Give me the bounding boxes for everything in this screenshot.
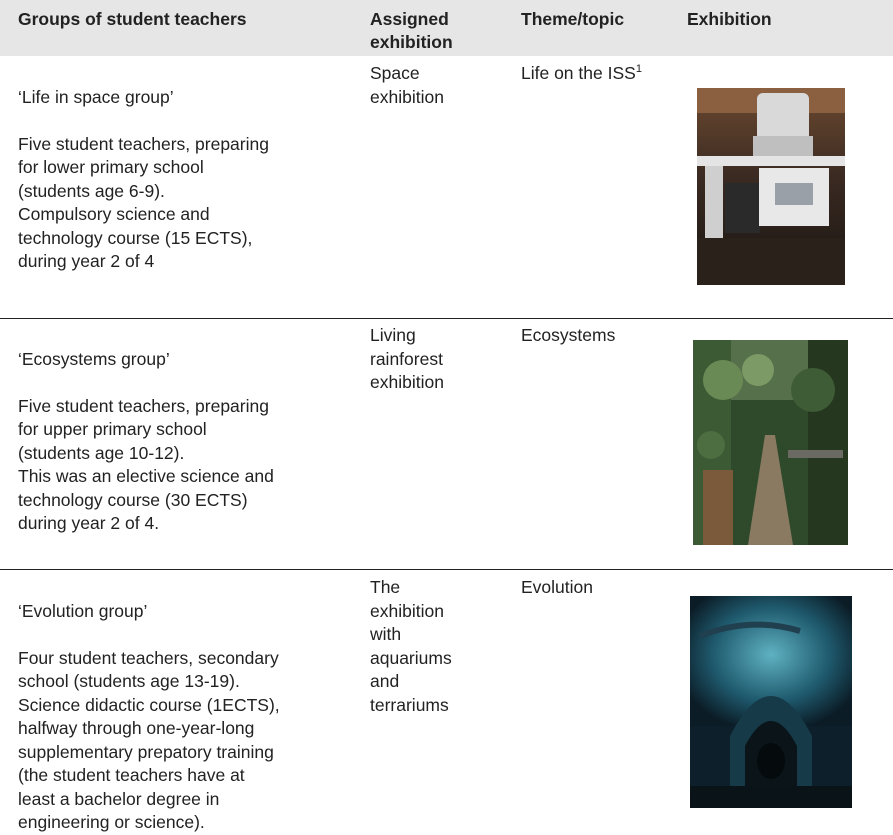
group-cell: ‘Evolution group’ Four student teachers,… (18, 576, 348, 835)
theme-text: Life on the ISS (521, 63, 636, 83)
group-title: ‘Ecosystems group’ (18, 348, 170, 369)
theme-cell: Life on the ISS1 (521, 62, 671, 86)
row-divider (0, 318, 893, 319)
rainforest-exhibition-photo (693, 340, 848, 545)
assigned-cell: Living rainforest exhibition (370, 325, 444, 392)
group-cell: ‘Life in space group’ Five student teach… (18, 62, 348, 274)
group-description: Five student teachers, preparing for low… (18, 133, 269, 272)
header-theme: Theme/topic (521, 9, 625, 29)
group-title: ‘Evolution group’ (18, 600, 148, 621)
theme-cell: Ecosystems (521, 325, 616, 345)
assigned-cell: Space exhibition (370, 63, 444, 107)
header-assigned-exhibition: Assigned exhibition (370, 9, 453, 52)
group-description: Four student teachers, secondary school … (18, 647, 280, 833)
group-cell: ‘Ecosystems group’ Five student teachers… (18, 324, 348, 536)
assigned-cell: The exhibition with aquariums and terrar… (370, 577, 452, 715)
header-groups: Groups of student teachers (18, 9, 247, 29)
aquarium-tunnel-photo (690, 596, 852, 808)
row-divider (0, 569, 893, 570)
group-description: Five student teachers, preparing for upp… (18, 395, 274, 534)
group-title: ‘Life in space group’ (18, 86, 174, 107)
space-exhibition-photo (697, 88, 845, 285)
footnote-marker: 1 (635, 63, 642, 76)
theme-cell: Evolution (521, 577, 593, 597)
table-header: Groups of student teachers Assigned exhi… (0, 0, 893, 56)
header-exhibition: Exhibition (687, 9, 772, 29)
